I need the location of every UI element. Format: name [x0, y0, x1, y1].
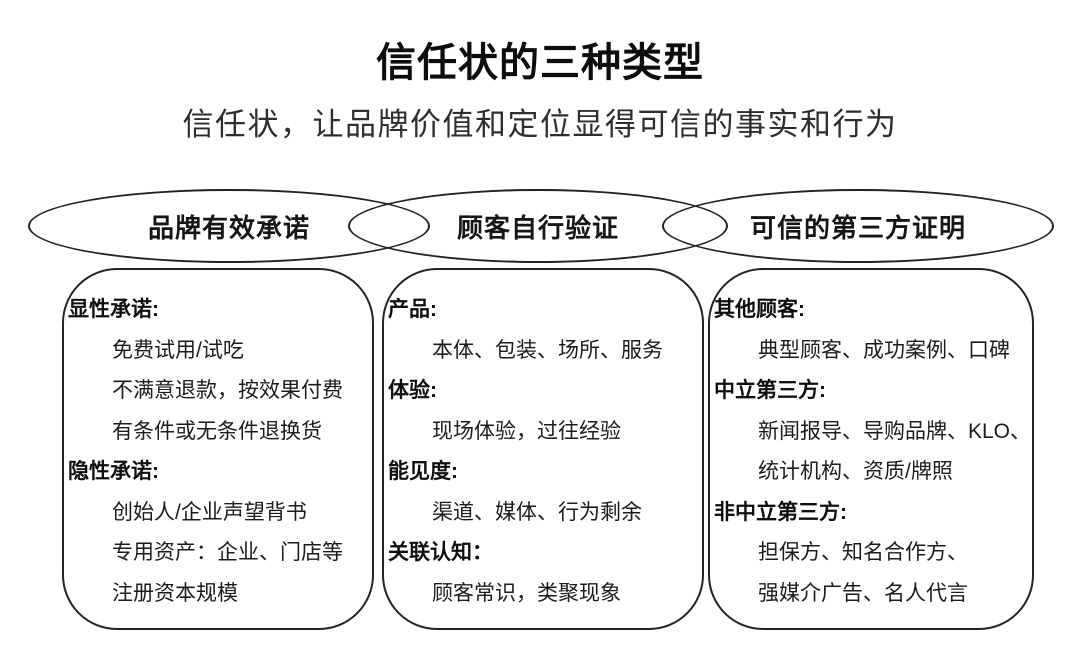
- box-third-party-proof: 其他顾客: 典型顾客、成功案例、口碑 中立第三方: 新闻报导、导购品牌、KLO、…: [708, 268, 1034, 630]
- list-item: 典型顾客、成功案例、口碑: [758, 338, 1010, 362]
- list-item: 统计机构、资质/牌照: [758, 460, 953, 483]
- page-title: 信任状的三种类型: [376, 41, 704, 85]
- section-header-associated-cognition: 关联认知：: [388, 541, 493, 564]
- section-header-product: 产品:: [388, 298, 437, 321]
- section-header-non-neutral-third-party: 非中立第三方:: [714, 500, 847, 524]
- section-header-visibility: 能见度:: [388, 460, 458, 483]
- section-header-other-customers: 其他顾客:: [714, 298, 805, 321]
- list-item: 不满意退款，按效果付费: [112, 379, 343, 402]
- ellipse-customer-verification: 顾客自行验证: [348, 189, 728, 263]
- ellipse-label-customer-verification: 顾客自行验证: [456, 212, 619, 243]
- list-item: 创始人/企业声望背书: [112, 500, 307, 524]
- section-header-explicit-promise: 显性承诺:: [68, 298, 159, 321]
- ellipse-label-brand-promise: 品牌有效承诺: [147, 212, 310, 243]
- page-subtitle: 信任状，让品牌价值和定位显得可信的事实和行为: [182, 107, 898, 143]
- list-item: 注册资本规模: [112, 581, 238, 605]
- list-item: 强媒介广告、名人代言: [758, 581, 968, 605]
- list-item: 本体、包装、场所、服务: [432, 338, 663, 362]
- box-customer-verification: 产品: 本体、包装、场所、服务 体验: 现场体验，过往经验 能见度: 渠道、媒体…: [382, 268, 704, 630]
- list-item: 有条件或无条件退换货: [112, 419, 322, 443]
- section-header-experience: 体验:: [388, 379, 437, 402]
- list-item: 新闻报导、导购品牌、KLO、: [758, 419, 1032, 443]
- list-item: 担保方、知名合作方、: [758, 541, 968, 564]
- list-item: 顾客常识，类聚现象: [432, 581, 621, 605]
- list-item: 专用资产：企业、门店等: [112, 541, 343, 564]
- section-header-implicit-promise: 隐性承诺:: [68, 460, 159, 483]
- section-header-neutral-third-party: 中立第三方:: [714, 379, 826, 402]
- ellipse-third-party-proof: 可信的第三方证明: [662, 189, 1054, 263]
- box-brand-promise: 显性承诺: 免费试用/试吃 不满意退款，按效果付费 有条件或无条件退换货 隐性承…: [62, 268, 374, 630]
- list-item: 渠道、媒体、行为剩余: [432, 500, 642, 524]
- ellipse-brand-promise: 品牌有效承诺: [28, 189, 430, 263]
- ellipse-label-third-party-proof: 可信的第三方证明: [749, 212, 966, 243]
- list-item: 现场体验，过往经验: [432, 419, 621, 443]
- list-item: 免费试用/试吃: [112, 338, 244, 362]
